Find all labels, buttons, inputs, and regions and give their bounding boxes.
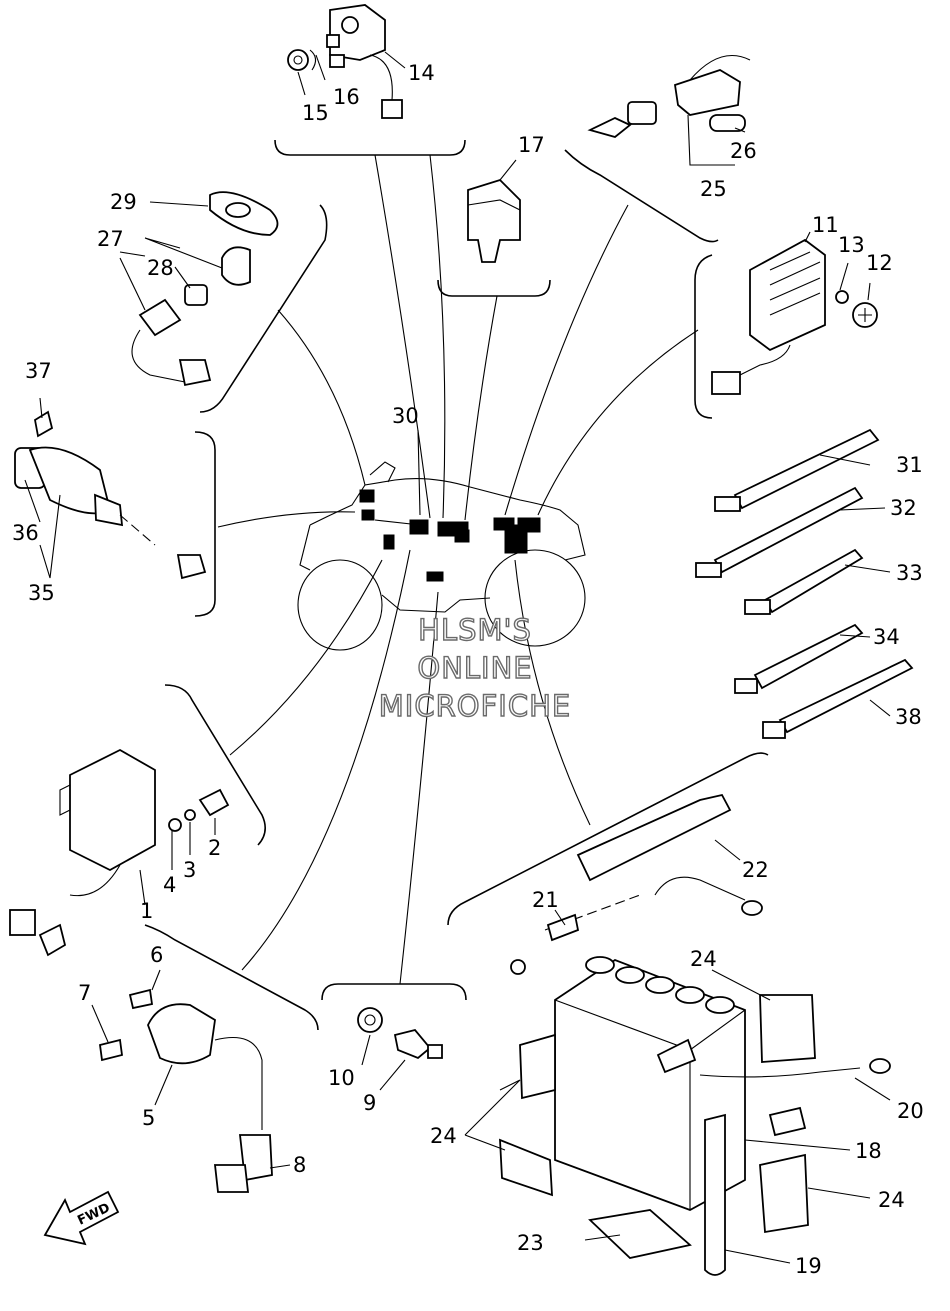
label-38: 38 <box>895 705 922 729</box>
group-brackets <box>144 139 769 1031</box>
label-18: 18 <box>855 1139 882 1163</box>
label-23: 23 <box>517 1231 544 1255</box>
label-26: 26 <box>730 139 757 163</box>
cable-ties <box>695 428 914 739</box>
label-8: 8 <box>293 1153 306 1177</box>
label-31: 31 <box>896 453 923 477</box>
label-7: 7 <box>78 981 91 1005</box>
label-3: 3 <box>183 858 196 882</box>
label-14: 14 <box>408 61 435 85</box>
label-33: 33 <box>896 561 923 585</box>
callout-leaders <box>24 51 891 1264</box>
label-24-a: 24 <box>690 947 717 971</box>
switch-27 <box>131 191 279 387</box>
watermark-line-2: ONLINE <box>417 651 532 685</box>
watermark: HLSM'S ONLINE MICROFICHE <box>378 612 571 723</box>
label-37: 37 <box>25 359 52 383</box>
label-24-c: 24 <box>878 1188 905 1212</box>
neutral-switch-9 <box>357 1007 443 1060</box>
label-6: 6 <box>150 943 163 967</box>
label-5: 5 <box>142 1106 155 1130</box>
label-21: 21 <box>532 888 559 912</box>
label-20: 20 <box>897 1099 924 1123</box>
label-25: 25 <box>700 177 727 201</box>
label-24-b: 24 <box>430 1124 457 1148</box>
label-11: 11 <box>812 213 839 237</box>
regulator-11 <box>711 238 878 395</box>
label-9: 9 <box>363 1091 376 1115</box>
cap-17 <box>467 178 521 263</box>
sensor-assembly-14 <box>287 4 403 119</box>
label-34: 34 <box>873 625 900 649</box>
cdi-unit-1 <box>9 748 230 957</box>
label-28: 28 <box>147 256 174 280</box>
label-13: 13 <box>838 233 865 257</box>
leader-lines <box>217 154 699 985</box>
label-29: 29 <box>110 190 137 214</box>
label-32: 32 <box>890 496 917 520</box>
label-2: 2 <box>208 836 221 860</box>
label-16: 16 <box>333 85 360 109</box>
label-10: 10 <box>328 1066 355 1090</box>
forward-arrow-icon: FWD <box>43 1190 120 1246</box>
watermark-line-3: MICROFICHE <box>379 689 571 723</box>
label-35: 35 <box>28 581 55 605</box>
label-12: 12 <box>866 251 893 275</box>
label-17: 17 <box>518 133 545 157</box>
label-4: 4 <box>163 873 176 897</box>
label-30: 30 <box>392 404 419 428</box>
label-19: 19 <box>795 1254 822 1278</box>
label-27: 27 <box>97 227 124 251</box>
label-36: 36 <box>12 521 39 545</box>
main-switch-35 <box>14 410 207 580</box>
watermark-line-1: HLSM'S <box>418 613 532 647</box>
ignition-coil-5 <box>99 988 273 1193</box>
lamp-socket-25 <box>587 55 751 138</box>
label-22: 22 <box>742 858 769 882</box>
label-1: 1 <box>140 899 153 923</box>
callout-labels: 14 16 15 17 26 25 11 13 12 29 27 28 37 3… <box>12 61 924 1278</box>
label-15: 15 <box>302 101 329 125</box>
battery-18 <box>499 793 891 1276</box>
